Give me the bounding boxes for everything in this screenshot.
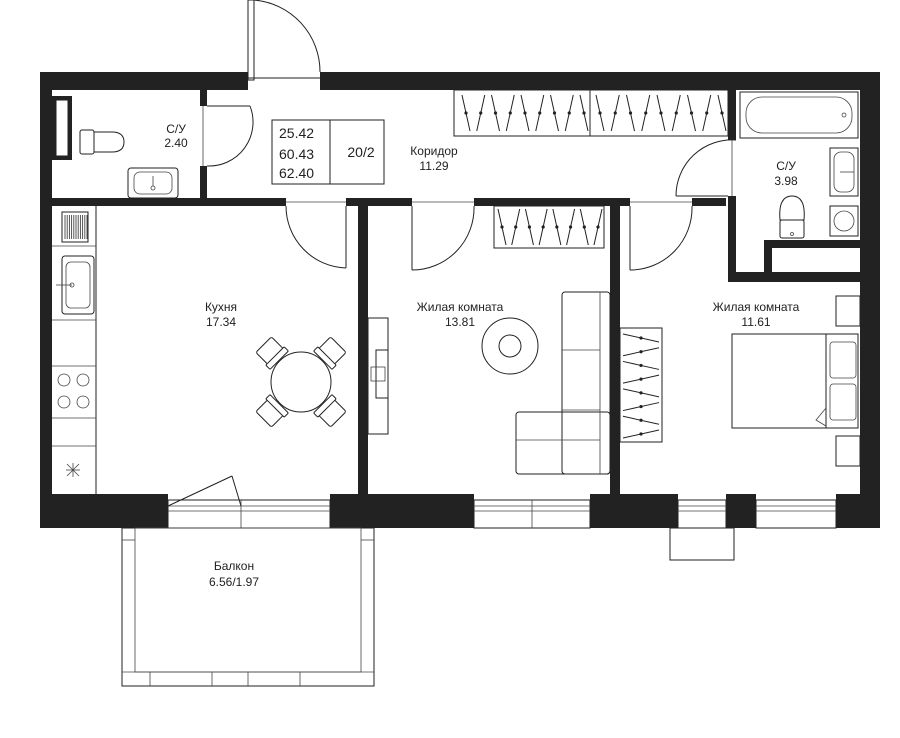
sofa [515, 291, 611, 475]
wc2-name: С/У [776, 159, 796, 173]
living2-name: Жилая комната [713, 300, 800, 314]
wardrobe-living1 [493, 205, 605, 249]
hanger-icon [566, 208, 576, 246]
hanger-icon [656, 94, 666, 132]
wardrobe-corridor [453, 89, 729, 137]
radiator-kitchen [61, 211, 89, 243]
hanger-icon [702, 94, 712, 132]
chair-icon [256, 337, 289, 370]
outer-walls [40, 72, 880, 528]
hanger-icon [550, 94, 559, 132]
hanger-icon [564, 94, 574, 132]
sink-kitchen [56, 255, 95, 315]
hanger-icon [491, 94, 500, 132]
tv-unit [367, 317, 389, 435]
hanger-icon [687, 94, 696, 132]
hanger-icon [552, 208, 562, 246]
wc1-name: С/У [166, 122, 186, 136]
toilet-wc1 [79, 129, 125, 155]
window-kitchen [167, 475, 331, 529]
living1-area: 13.81 [445, 315, 475, 329]
sink-wc1 [127, 167, 179, 199]
kitchen-name: Кухня [205, 300, 237, 314]
chair-icon [313, 394, 346, 427]
toilet-wc2 [779, 195, 805, 239]
wardrobe-living2 [619, 327, 663, 443]
wc2-door [675, 139, 737, 197]
hanger-icon [622, 402, 660, 412]
kitchen-area: 17.34 [206, 315, 236, 329]
hanger-icon [524, 208, 534, 246]
rug-round [481, 317, 539, 375]
bed [731, 333, 859, 429]
kitchen-counter [52, 206, 97, 494]
window-living1 [473, 499, 591, 529]
area-total-balcony-value: 62.40 [279, 165, 314, 181]
hanger-icon [622, 333, 660, 343]
chair-icon [313, 337, 346, 370]
hanger-icon [622, 415, 660, 425]
living1-door [411, 201, 475, 271]
sink-wc2 [829, 147, 859, 197]
apartment-code: 20/2 [347, 144, 374, 160]
ac-unit-box [669, 527, 735, 561]
window-living2-right [755, 499, 837, 529]
hanger-icon [622, 374, 660, 384]
hanger-icon [622, 429, 660, 439]
hanger-icon [717, 94, 727, 132]
corridor-name: Коридор [410, 144, 458, 158]
wc1-door [202, 105, 254, 167]
hanger-icon [505, 94, 515, 132]
hanger-icon [626, 94, 635, 132]
corridor-area: 11.29 [419, 159, 448, 173]
nightstand-top [835, 295, 861, 327]
hanger-icon [671, 94, 681, 132]
living2-area: 11.61 [741, 315, 770, 329]
area-living-value: 25.42 [279, 125, 314, 141]
wc1-niche [55, 99, 69, 157]
living1-name: Жилая комната [417, 300, 504, 314]
entrance-door [247, 0, 321, 81]
hanger-icon [497, 208, 507, 246]
wc1-area: 2.40 [164, 136, 188, 150]
doors [202, 0, 737, 271]
wc2-area: 3.98 [774, 174, 798, 188]
area-summary-box: 25.42 60.43 62.40 20/2 [271, 119, 385, 185]
vent-icon [66, 463, 80, 477]
hanger-icon [511, 208, 521, 246]
hanger-icon [461, 94, 471, 132]
hanger-icon [535, 94, 545, 132]
balcony [121, 527, 375, 687]
washing-machine [829, 205, 859, 237]
hanger-icon [538, 208, 548, 246]
room-labels: С/У 2.40 Коридор 11.29 С/У 3.98 Кухня 17… [164, 122, 799, 589]
hanger-icon [622, 347, 660, 357]
hanger-icon [579, 208, 589, 246]
hanger-icon [520, 94, 530, 132]
balcony-area: 6.56/1.97 [209, 575, 259, 589]
chair-icon [256, 394, 289, 427]
bathtub [739, 91, 859, 139]
stove [57, 373, 90, 409]
balcony-name: Балкон [214, 559, 254, 573]
hanger-icon [622, 360, 660, 370]
hanger-icon [641, 94, 651, 132]
area-total-value: 60.43 [279, 146, 314, 162]
hanger-icon [595, 94, 605, 132]
kitchen-door [285, 201, 347, 269]
hanger-icon [593, 208, 603, 246]
hanger-icon [610, 94, 620, 132]
dining-table [256, 337, 346, 427]
hanger-icon [476, 94, 486, 132]
living2-door [629, 201, 693, 271]
nightstand-bottom [835, 435, 861, 467]
window-living2-left [677, 499, 727, 529]
hanger-icon [622, 388, 660, 398]
hanger-icon [579, 94, 589, 132]
